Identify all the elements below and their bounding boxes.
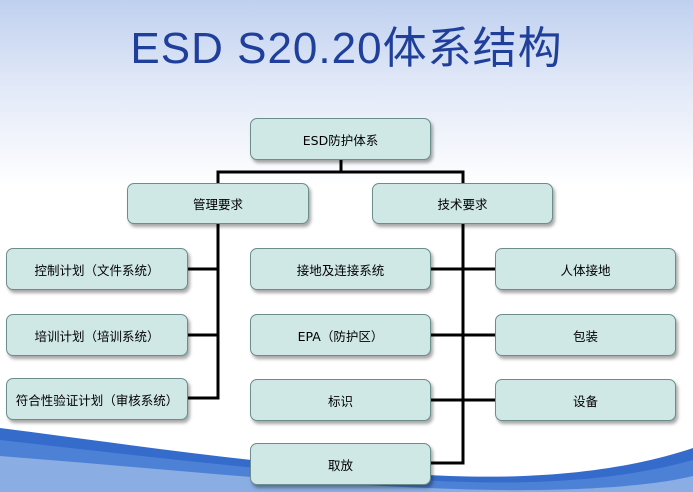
node-equipment: 设备 bbox=[495, 379, 676, 421]
page-title: ESD S20.20体系结构 bbox=[0, 12, 693, 76]
node-marking: 标识 bbox=[250, 379, 431, 421]
node-epa: EPA（防护区） bbox=[250, 314, 431, 356]
node-technical-requirements: 技术要求 bbox=[372, 183, 553, 224]
node-control-plan: 控制计划（文件系统） bbox=[6, 248, 188, 290]
node-personnel-grounding: 人体接地 bbox=[495, 248, 676, 290]
node-management-requirements: 管理要求 bbox=[127, 183, 309, 224]
node-handling: 取放 bbox=[250, 443, 431, 485]
node-training-plan: 培训计划（培训系统） bbox=[6, 314, 188, 356]
node-grounding-bonding-system: 接地及连接系统 bbox=[250, 248, 431, 290]
node-esd-protection-system: ESD防护体系 bbox=[250, 118, 431, 160]
node-compliance-verification-plan: 符合性验证计划（审核系统） bbox=[6, 378, 188, 420]
title-cjk: 体系结构 bbox=[382, 23, 563, 74]
node-packaging: 包装 bbox=[495, 314, 676, 356]
title-latin: ESD S20.20 bbox=[130, 24, 383, 73]
